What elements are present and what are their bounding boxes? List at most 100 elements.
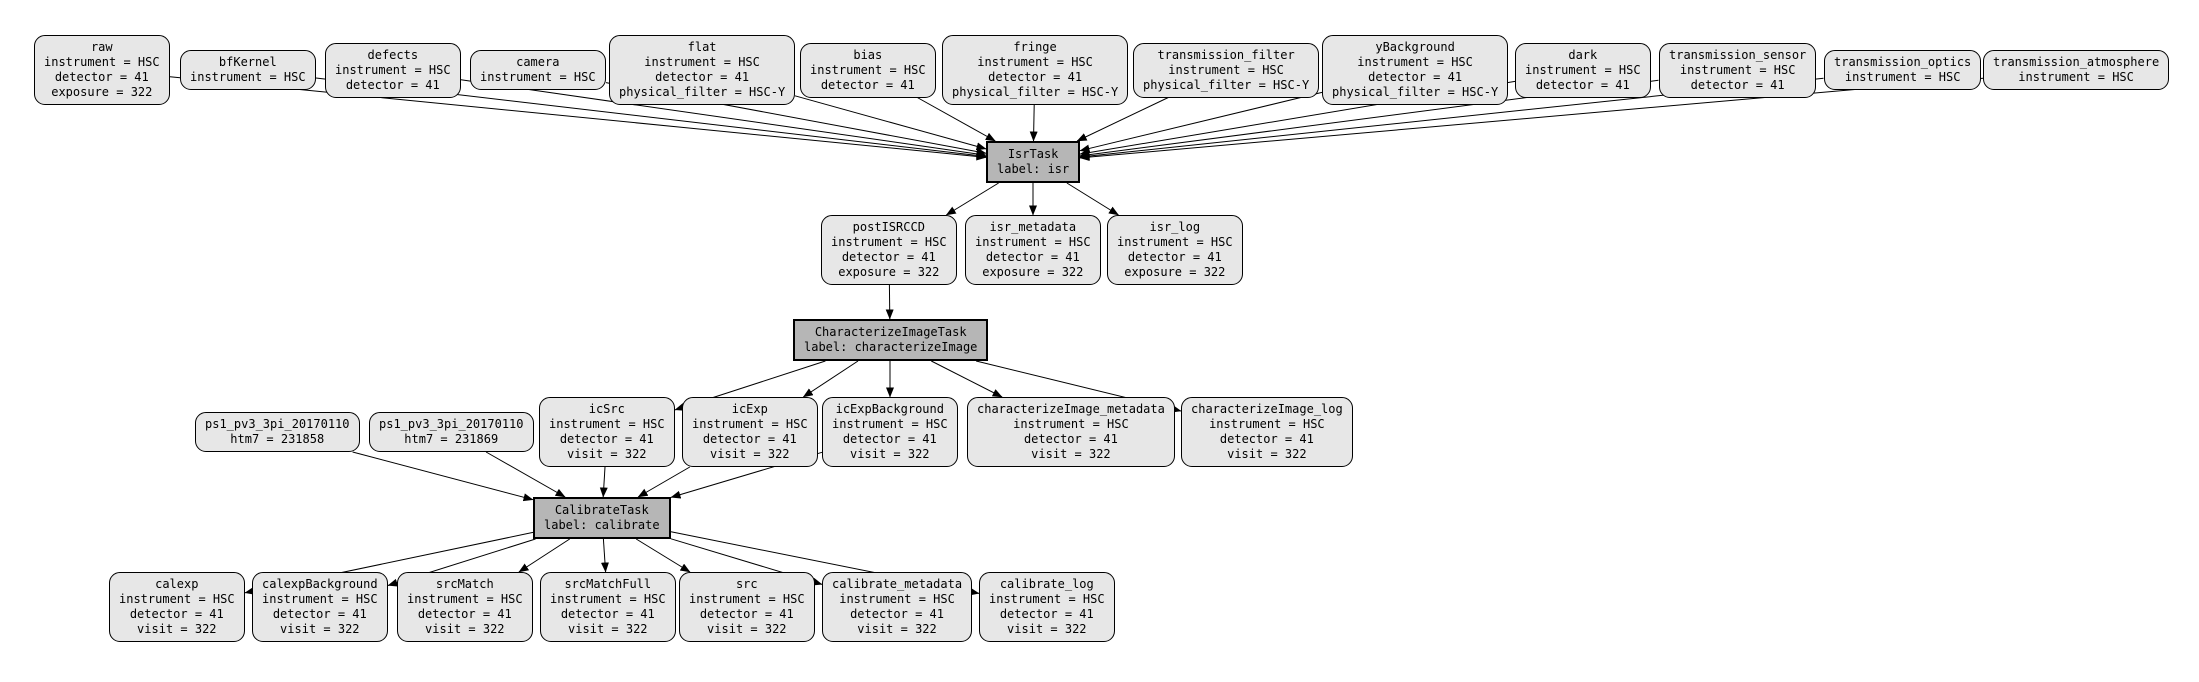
node-title: characterizeImage_log xyxy=(1191,402,1343,416)
node-title: src xyxy=(735,577,758,591)
node-title: flat xyxy=(687,40,717,54)
node-attr: detector = 41 xyxy=(1368,70,1463,84)
node-attr: exposure = 322 xyxy=(838,265,940,279)
node-attr: instrument = HSC xyxy=(550,592,666,606)
node-attr: instrument = HSC xyxy=(832,417,948,431)
node-attr: detector = 41 xyxy=(842,432,937,446)
node-attr: instrument = HSC xyxy=(975,235,1091,249)
node-attr: detector = 41 xyxy=(417,607,512,621)
node-attr: detector = 41 xyxy=(850,607,944,621)
node-attr: detector = 41 xyxy=(1219,432,1314,446)
node-attr: instrument = HSC xyxy=(2018,70,2134,84)
node-title: transmission_atmosphere xyxy=(1993,55,2160,69)
node-attr: detector = 41 xyxy=(1535,78,1630,92)
node-attr: detector = 41 xyxy=(988,70,1083,84)
node-attr: detector = 41 xyxy=(985,250,1080,264)
node-title: yBackground xyxy=(1375,40,1455,54)
node-title: IsrTask xyxy=(1007,147,1059,161)
node-attr: visit = 322 xyxy=(280,622,360,636)
edge-transmission_atmosphere-to-isr xyxy=(1079,77,1984,162)
node-attr: instrument = HSC xyxy=(1209,417,1325,431)
node-attr: detector = 41 xyxy=(655,70,750,84)
node-title: icSrc xyxy=(588,402,625,416)
node-attr: instrument = HSC xyxy=(831,235,947,249)
node-attr: instrument = HSC xyxy=(689,592,805,606)
node-attr: visit = 322 xyxy=(707,622,787,636)
node-attr: detector = 41 xyxy=(129,607,224,621)
node-title: raw xyxy=(90,40,113,54)
node-title: calibrate_metadata xyxy=(832,577,963,591)
node-attr: detector = 41 xyxy=(272,607,367,621)
node-attr: instrument = HSC xyxy=(407,592,523,606)
node-attr: exposure = 322 xyxy=(1124,265,1226,279)
node-attr: instrument = HSC xyxy=(262,592,378,606)
node-title: fringe xyxy=(1013,40,1057,54)
node-attr: instrument = HSC xyxy=(1168,63,1284,77)
node-title: defects xyxy=(367,48,419,62)
node-title: isr_log xyxy=(1149,220,1201,234)
edge-icSrc-to-calibrate xyxy=(599,466,608,498)
node-title: isr_metadata xyxy=(989,220,1077,234)
node-title: transmission_filter xyxy=(1157,48,1295,62)
edge-defects-to-isr xyxy=(460,79,987,158)
node-attr: visit = 322 xyxy=(1227,447,1307,461)
edge-calibrate-to-srcMatchFull xyxy=(600,538,609,573)
node-attr: visit = 322 xyxy=(425,622,505,636)
edge-calibrate-to-src xyxy=(635,538,691,573)
node-title: camera xyxy=(516,55,560,69)
node-attr: instrument = HSC xyxy=(549,417,665,431)
node-attr: instrument = HSC xyxy=(190,70,306,84)
node-title: calexp xyxy=(155,577,199,591)
node-attr: visit = 322 xyxy=(137,622,217,636)
edge-flat-to-isr xyxy=(794,95,987,151)
node-title: characterizeImage_metadata xyxy=(977,402,1165,416)
node-attr: instrument = HSC xyxy=(839,592,955,606)
node-attr: detector = 41 xyxy=(1023,432,1118,446)
node-title: icExp xyxy=(731,402,768,416)
node-attr: detector = 41 xyxy=(559,432,654,446)
node-attr: label: isr xyxy=(997,162,1070,176)
edge-icExp-to-calibrate xyxy=(637,466,691,498)
node-title: postISRCCD xyxy=(852,220,925,234)
node-attr: instrument = HSC xyxy=(335,63,451,77)
node-attr: label: characterizeImage xyxy=(804,340,978,354)
node-attr: visit = 322 xyxy=(710,447,790,461)
node-attr: physical_filter = HSC-Y xyxy=(619,85,786,99)
node-attr: detector = 41 xyxy=(560,607,655,621)
node-attr: htm7 = 231858 xyxy=(230,432,325,446)
node-attr: detector = 41 xyxy=(54,70,149,84)
node-attr: exposure = 322 xyxy=(51,85,153,99)
node-attr: visit = 322 xyxy=(850,447,930,461)
node-attr: instrument = HSC xyxy=(1013,417,1129,431)
node-title: CharacterizeImageTask xyxy=(814,325,967,339)
edge-isr-to-isr_log xyxy=(1066,182,1119,216)
node-attr: label: calibrate xyxy=(544,518,660,532)
node-title: calibrate_log xyxy=(999,577,1094,591)
node-attr: instrument = HSC xyxy=(989,592,1105,606)
node-title: CalibrateTask xyxy=(554,503,649,517)
node-attr: detector = 41 xyxy=(820,78,915,92)
node-attr: instrument = HSC xyxy=(480,70,596,84)
edge-raw-to-isr xyxy=(169,76,987,161)
edge-transmission_filter-to-isr xyxy=(1076,97,1169,142)
node-attr: detector = 41 xyxy=(345,78,440,92)
